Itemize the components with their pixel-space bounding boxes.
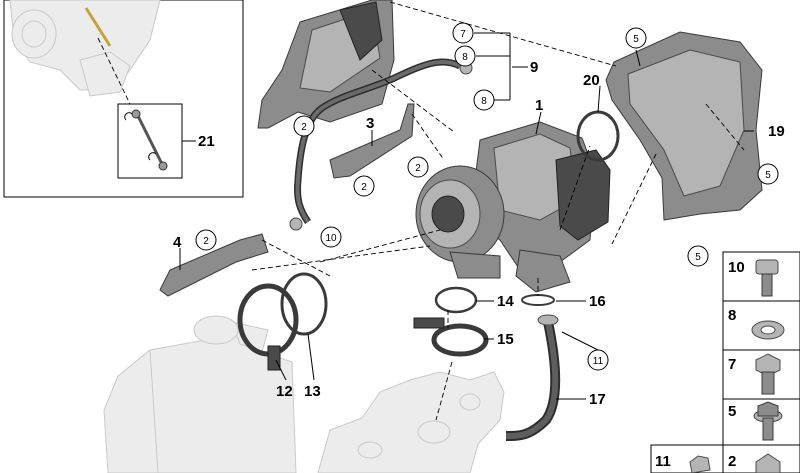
callout-14: 14 [497, 293, 514, 310]
callout-17: 17 [589, 391, 606, 408]
legend-item-10: 10 [728, 259, 779, 297]
callout-11: 11 [593, 356, 604, 367]
legend-item-8: 8 [728, 307, 785, 340]
legend-num-5: 5 [728, 403, 736, 420]
nut-icon [689, 455, 711, 473]
v-band-clamp-12-part [237, 283, 299, 371]
callout-20: 20 [583, 72, 600, 89]
bold-callouts: 1 3 4 9 12 13 14 15 16 17 19 20 [173, 59, 785, 408]
callout-3: 3 [366, 115, 374, 132]
callout-12: 12 [276, 383, 293, 400]
callout-2-bracket-upper: 2 [415, 163, 421, 174]
callout-2-bracket-lower: 2 [361, 182, 367, 193]
inset-turbo-ghost [9, 0, 161, 97]
callout-7: 7 [460, 29, 466, 40]
heat-shield-19-part [605, 31, 763, 221]
hex-bolt-icon [755, 453, 781, 473]
catalytic-converter-ghost [103, 315, 297, 473]
legend-num-8: 8 [728, 307, 736, 324]
callout-15: 15 [497, 331, 514, 348]
callout-9: 9 [530, 59, 538, 76]
bolt-icon [755, 259, 779, 297]
gasket-13-part [280, 272, 328, 336]
collar-bolt-icon [753, 401, 783, 441]
legend-num-11: 11 [655, 453, 671, 470]
callout-leader-lines [179, 32, 754, 400]
callout-5-bottom: 5 [695, 252, 701, 263]
legend-num-2: 2 [728, 453, 736, 470]
callout-4: 4 [173, 234, 182, 251]
callout-8-upper: 8 [462, 52, 468, 63]
oil-return-line-17-part [505, 314, 561, 441]
callout-2-heat-shield: 2 [301, 122, 307, 133]
turbocharger-part [415, 121, 611, 293]
legend-item-11: 11 [655, 453, 711, 473]
callout-19: 19 [768, 123, 785, 140]
oil-line-bracket-part [124, 109, 168, 171]
legend-num-7: 7 [728, 356, 736, 373]
callout-2-bracket-4: 2 [203, 236, 209, 247]
upper-heat-shield-part [257, 0, 395, 129]
callout-10: 10 [325, 233, 337, 244]
legend-item-7: 7 [728, 353, 781, 395]
callout-1: 1 [535, 97, 543, 114]
dashed-leader-lines [251, 1, 745, 421]
v-band-clamp-15-part [413, 317, 489, 357]
circled-callouts: 2 2 2 2 5 5 5 7 8 8 10 11 [195, 22, 779, 371]
callout-5-top: 5 [633, 34, 639, 45]
exhaust-manifold-ghost [317, 371, 505, 473]
banjo-bolt-icon [755, 353, 781, 395]
washer-icon [751, 320, 785, 340]
callout-21: 21 [198, 133, 215, 150]
legend-item-2: 2 [728, 453, 781, 473]
callout-16: 16 [589, 293, 606, 310]
callout-5-right: 5 [765, 170, 771, 181]
callout-13: 13 [304, 383, 321, 400]
legend-item-5: 5 [728, 401, 783, 441]
inset-detail-box: 21 [3, 0, 244, 198]
gasket-16-part [521, 294, 555, 306]
bracket-4-part [159, 233, 269, 297]
bracket-3-part [329, 103, 415, 179]
gasket-14-part [434, 286, 478, 314]
legend-num-10: 10 [728, 259, 745, 276]
callout-8-lower: 8 [481, 96, 487, 107]
small-parts-legend: 10 8 7 5 [650, 251, 800, 473]
